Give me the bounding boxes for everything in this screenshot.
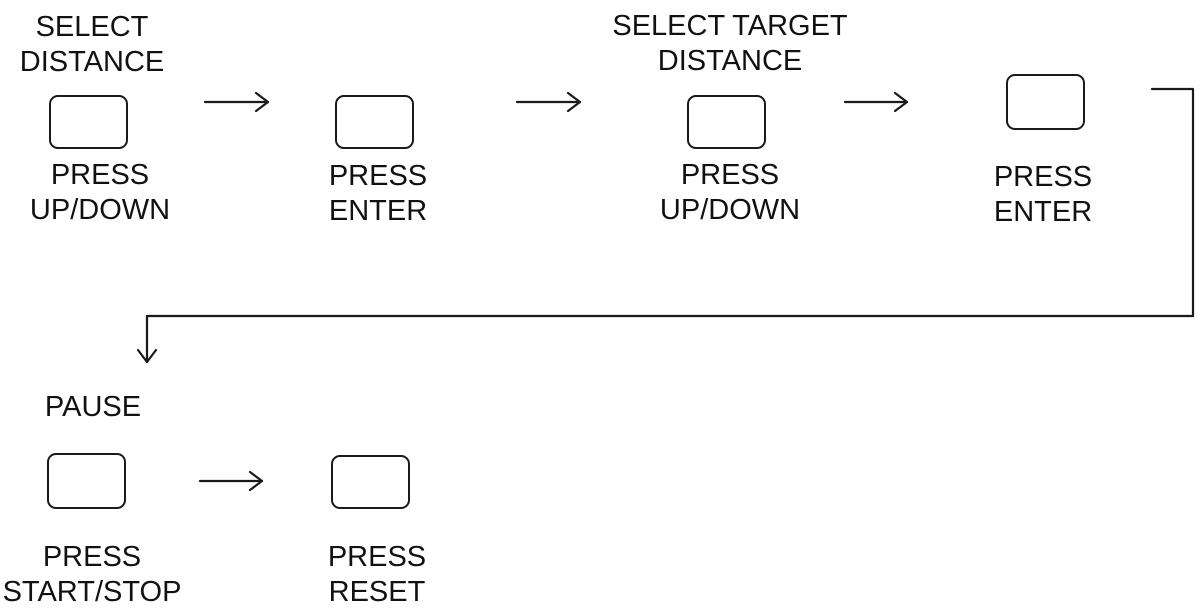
step-1-instruction: PRESS UP/DOWN <box>30 158 170 228</box>
step-5-instruction-line-1: PRESS <box>42 541 142 573</box>
enter-key-2[interactable] <box>1006 74 1085 130</box>
step-3-instruction: PRESS UP/DOWN <box>660 158 800 228</box>
step-6-instruction-line-2: RESET <box>328 576 426 608</box>
start-stop-key[interactable] <box>47 453 126 509</box>
step-1-instruction-line-1: PRESS <box>50 159 150 191</box>
select-target-distance-key[interactable] <box>687 95 766 149</box>
step-1-title-line-2: DISTANCE <box>19 46 165 78</box>
reset-key[interactable] <box>331 455 410 509</box>
step-4-instruction-line-1: PRESS <box>993 161 1093 193</box>
right-arrow-icon <box>515 91 582 113</box>
step-1-title: SELECT DISTANCE <box>20 10 164 80</box>
step-5-instruction-line-2: START/STOP <box>2 576 182 608</box>
right-arrow-icon <box>198 470 264 492</box>
step-5-instruction: PRESS START/STOP <box>3 540 182 610</box>
step-1-instruction-line-2: UP/DOWN <box>29 194 171 226</box>
step-3-title-line-1: SELECT TARGET <box>612 10 848 42</box>
step-5-title-line-1: PAUSE <box>44 391 142 423</box>
step-3-instruction-line-2: UP/DOWN <box>659 194 801 226</box>
enter-key[interactable] <box>335 95 414 149</box>
step-6-instruction: PRESS RESET <box>328 540 426 610</box>
step-6-instruction-line-1: PRESS <box>327 541 427 573</box>
right-arrow-icon <box>843 91 909 113</box>
elbow-down-arrow-icon <box>136 87 1195 364</box>
select-distance-key[interactable] <box>49 95 128 149</box>
step-2-instruction-line-2: ENTER <box>328 195 428 227</box>
step-3-title-line-2: DISTANCE <box>657 45 803 77</box>
step-2-instruction: PRESS ENTER <box>329 159 427 229</box>
step-5-title: PAUSE <box>45 390 141 425</box>
step-3-title: SELECT TARGET DISTANCE <box>612 9 847 79</box>
step-2-instruction-line-1: PRESS <box>328 160 428 192</box>
step-4-instruction-line-2: ENTER <box>993 196 1093 228</box>
right-arrow-icon <box>203 91 270 113</box>
step-1-title-line-1: SELECT <box>35 11 149 43</box>
step-4-instruction: PRESS ENTER <box>994 160 1092 230</box>
step-3-instruction-line-1: PRESS <box>680 159 780 191</box>
